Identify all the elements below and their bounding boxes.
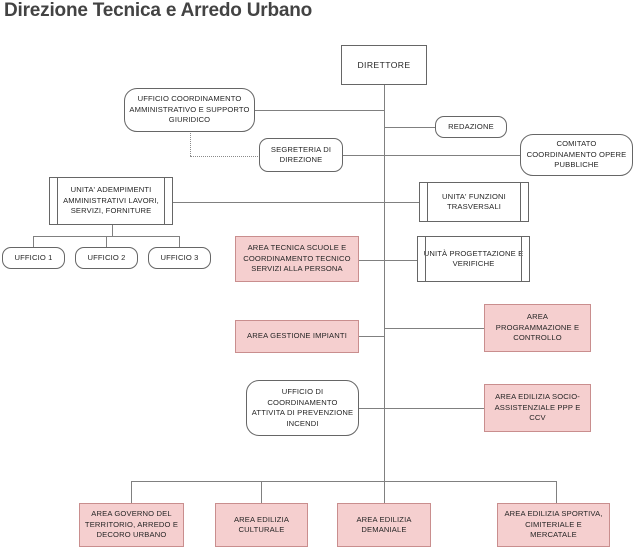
connector-area-edilizia-dem-drop (384, 481, 385, 503)
node-comitato-label: COMITATO COORDINAMENTO OPERE PUBBLICHE (526, 139, 627, 170)
connector-ufficio-prevenzione (359, 408, 385, 409)
node-area-edilizia-culturale-label: AREA EDILIZIA CULTURALE (233, 514, 290, 535)
connector-ufficio-2-drop (106, 236, 107, 247)
node-ufficio-2-label: UFFICIO 2 (87, 252, 126, 262)
node-area-edilizia-culturale[interactable]: AREA EDILIZIA CULTURALE (215, 503, 308, 547)
node-unita-funzioni[interactable]: UNITA' FUNZIONI TRASVERSALI (419, 182, 529, 222)
node-area-gestione-impianti[interactable]: AREA GESTIONE IMPIANTI (235, 320, 359, 353)
node-area-governo-label: AREA GOVERNO DEL TERRITORIO, ARREDO E DE… (84, 509, 179, 540)
node-area-edilizia-socio-label: AREA EDILIZIA SOCIO-ASSISTENZIALE PPP E … (494, 392, 581, 423)
connector-spine-main (384, 85, 385, 482)
node-unita-progettazione-label: UNITÀ PROGETTAZIONE E VERIFICHE (423, 248, 524, 269)
connector-ufficio-1-drop (33, 236, 34, 247)
node-area-gestione-impianti-label: AREA GESTIONE IMPIANTI (247, 331, 347, 341)
node-comitato[interactable]: COMITATO COORDINAMENTO OPERE PUBBLICHE (520, 134, 633, 176)
node-unita-adempimenti[interactable]: UNITA' ADEMPIMENTI AMMINISTRATIVI LAVORI… (49, 177, 173, 225)
node-segreteria[interactable]: SEGRETERIA DI DIREZIONE (259, 138, 343, 172)
connector-segreteria (342, 155, 385, 156)
node-ufficio-2[interactable]: UFFICIO 2 (75, 247, 138, 269)
node-direttore[interactable]: DIRETTORE (341, 45, 427, 85)
connector-area-edilizia-cult-drop (261, 481, 262, 503)
node-unita-funzioni-label: UNITA' FUNZIONI TRASVERSALI (442, 191, 506, 212)
connector-comitato (384, 155, 521, 156)
node-area-governo[interactable]: AREA GOVERNO DEL TERRITORIO, ARREDO E DE… (79, 503, 184, 547)
connector-area-programmazione (384, 328, 484, 329)
node-unita-adempimenti-label: UNITA' ADEMPIMENTI AMMINISTRATIVI LAVORI… (63, 185, 159, 216)
node-area-edilizia-sportiva-label: AREA EDILIZIA SPORTIVA, CIMITERIALE E ME… (504, 509, 603, 540)
page-title: Direzione Tecnica e Arredo Urbano (4, 0, 313, 21)
connector-area-governo-drop (131, 481, 132, 503)
node-area-edilizia-sportiva[interactable]: AREA EDILIZIA SPORTIVA, CIMITERIALE E ME… (497, 503, 610, 547)
node-segreteria-label: SEGRETERIA DI DIREZIONE (270, 144, 332, 165)
connector-uffici-stem (112, 224, 113, 236)
node-ufficio-prevenzione[interactable]: UFFICIO DI COORDINAMENTO ATTIVITA DI PRE… (246, 380, 359, 436)
connector-area-edilizia-sport-drop (556, 481, 557, 503)
node-area-edilizia-demaniale[interactable]: AREA EDILIZIA DEMANIALE (337, 503, 431, 547)
node-redazione[interactable]: REDAZIONE (435, 116, 507, 138)
connector-area-gestione-impianti (359, 336, 385, 337)
connector-direttore-stem (384, 85, 385, 91)
node-ufficio-3[interactable]: UFFICIO 3 (148, 247, 211, 269)
connector-area-edilizia-socio (384, 408, 484, 409)
node-ufficio-coordinamento[interactable]: UFFICIO COORDINAMENTO AMMINISTRATIVO E S… (124, 88, 255, 132)
node-direttore-label: DIRETTORE (357, 59, 411, 70)
connector-unita-progettazione (384, 260, 417, 261)
node-ufficio-1[interactable]: UFFICIO 1 (2, 247, 65, 269)
connector-ufficio-coordinamento (254, 110, 385, 111)
connector-redazione (384, 127, 436, 128)
connector-unita-adempimenti (172, 202, 385, 203)
node-area-programmazione-label: AREA PROGRAMMAZIONE E CONTROLLO (495, 312, 580, 343)
node-ufficio-1-label: UFFICIO 1 (14, 252, 53, 262)
connector-area-tecnica-scuole (359, 260, 385, 261)
node-redazione-label: REDAZIONE (448, 121, 494, 131)
node-ufficio-3-label: UFFICIO 3 (160, 252, 199, 262)
connector-dotted-horizontal (190, 156, 260, 157)
node-area-tecnica-scuole[interactable]: AREA TECNICA SCUOLE E COORDINAMENTO TECN… (235, 236, 359, 282)
node-ufficio-coordinamento-label: UFFICIO COORDINAMENTO AMMINISTRATIVO E S… (129, 94, 250, 125)
connector-dotted-vertical (190, 129, 191, 156)
node-area-programmazione[interactable]: AREA PROGRAMMAZIONE E CONTROLLO (484, 304, 591, 352)
connector-unita-funzioni (384, 202, 420, 203)
node-area-tecnica-scuole-label: AREA TECNICA SCUOLE E COORDINAMENTO TECN… (243, 243, 351, 274)
node-area-edilizia-demaniale-label: AREA EDILIZIA DEMANIALE (356, 514, 412, 535)
node-ufficio-prevenzione-label: UFFICIO DI COORDINAMENTO ATTIVITA DI PRE… (251, 387, 354, 428)
connector-ufficio-3-drop (179, 236, 180, 247)
connector-bottom-bar (131, 481, 556, 482)
node-unita-progettazione[interactable]: UNITÀ PROGETTAZIONE E VERIFICHE (417, 236, 530, 282)
node-area-edilizia-socio[interactable]: AREA EDILIZIA SOCIO-ASSISTENZIALE PPP E … (484, 384, 591, 432)
